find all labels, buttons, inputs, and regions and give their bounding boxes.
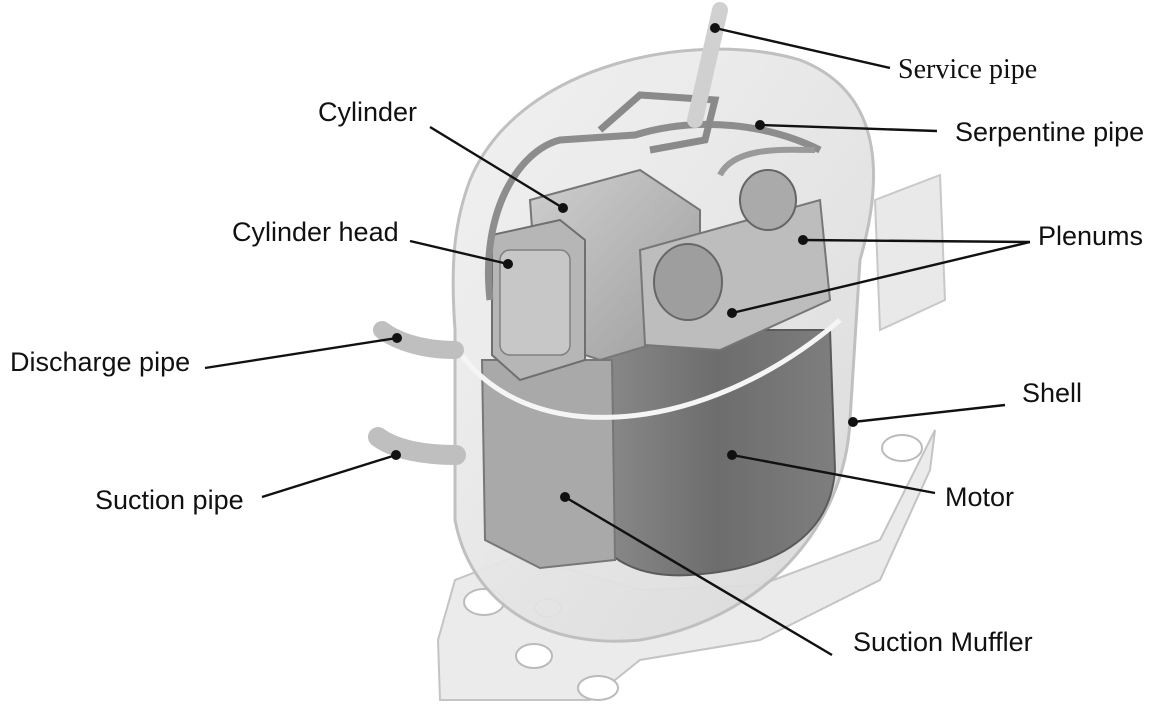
leader-discharge-pipe: [205, 338, 397, 368]
leader-dot-suction-pipe: [391, 450, 401, 460]
leader-dot-serpentine-pipe: [755, 120, 765, 130]
leader-dot-plenums: [727, 308, 737, 318]
label-cylinder: Cylinder: [318, 97, 417, 127]
leader-dot-service-pipe: [710, 23, 720, 33]
label-suction-pipe: Suction pipe: [95, 485, 244, 515]
leader-suction-pipe: [262, 455, 396, 497]
plenum-dome: [654, 244, 722, 320]
label-service-pipe: Service pipe: [898, 54, 1037, 85]
suction-pipe-tube: [378, 437, 456, 455]
label-discharge-pipe: Discharge pipe: [10, 347, 190, 377]
leader-dot-shell: [848, 417, 858, 427]
label-shell: Shell: [1022, 378, 1082, 408]
leader-dot-motor: [727, 450, 737, 460]
leader-dot-discharge-pipe: [392, 333, 402, 343]
label-cylinder-head: Cylinder head: [232, 217, 399, 247]
leader-dot-cylinder: [558, 203, 568, 213]
label-suction-muffler: Suction Muffler: [853, 627, 1033, 657]
mount-hole: [516, 644, 552, 668]
rear-bracket: [875, 175, 945, 330]
label-motor: Motor: [945, 482, 1014, 512]
leader-dot-cylinder-head: [503, 259, 513, 269]
leader-dot-suction-muffler: [560, 492, 570, 502]
plenum-dome: [740, 170, 796, 230]
mount-hole: [578, 676, 618, 700]
compressor-illustration: [378, 10, 945, 700]
leader-dot-plenums: [798, 235, 808, 245]
label-serpentine-pipe: Serpentine pipe: [955, 117, 1144, 147]
leader-shell: [853, 405, 1005, 422]
label-plenums: Plenums: [1038, 221, 1143, 251]
mount-hole: [882, 435, 922, 461]
